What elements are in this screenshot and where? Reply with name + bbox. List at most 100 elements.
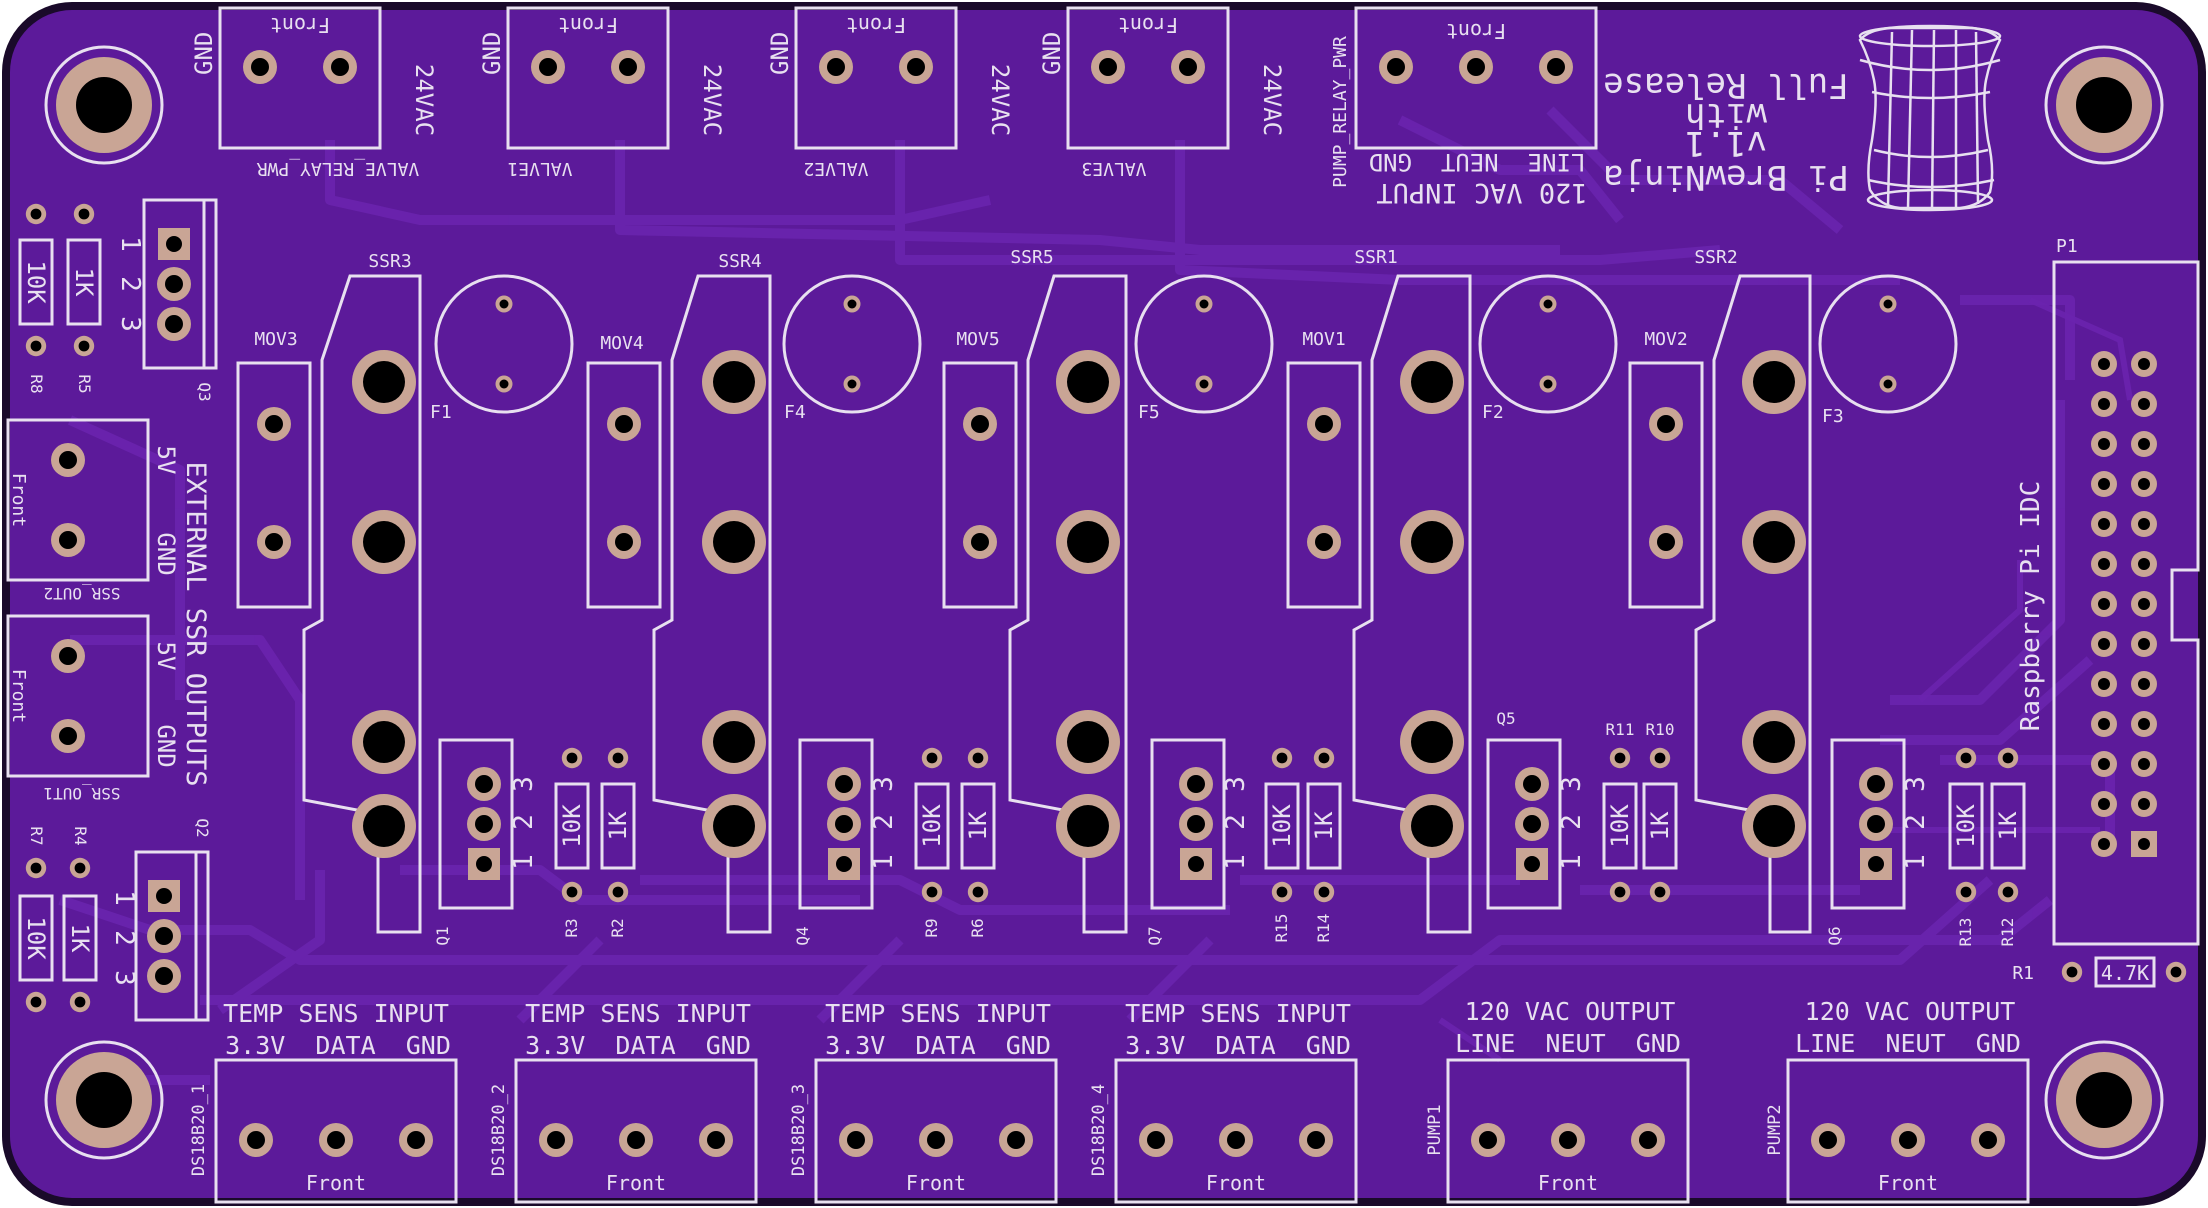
external-ssr-outputs-caption: EXTERNAL SSR OUTPUTS [180, 461, 211, 786]
header-pin-hole [2138, 398, 2150, 410]
connector-front-label: Front [1538, 1171, 1598, 1195]
fuse-outline [1134, 274, 1274, 414]
header-pin-hole [2138, 638, 2150, 650]
pad [495, 375, 513, 393]
pump-ref-label: PUMP2 [1765, 1104, 1785, 1155]
header-pin-hole [2098, 438, 2110, 450]
pump-pins: LINE NEUT GND [1455, 1029, 1681, 1058]
connector-outline [1114, 1058, 1358, 1204]
pad [963, 525, 997, 559]
pad [73, 203, 95, 225]
ssr-label: SSR3 [368, 251, 411, 272]
connector-front-label: Front [906, 1171, 966, 1195]
header-outline [2052, 260, 2200, 946]
header-pin-hole [2138, 358, 2150, 370]
pad [1539, 50, 1573, 84]
temp-input-0: TEMP SENS INPUT 3.3V DATA GND Front DS18… [189, 999, 458, 1204]
resistor-a-label: R15 [1272, 914, 1291, 943]
pad [963, 407, 997, 441]
connector-front-label: Front [606, 1171, 666, 1195]
ssr-terminal [1400, 710, 1464, 774]
pad [607, 525, 641, 559]
ssr-out1-label: SSR_OUT1 [43, 784, 120, 803]
resistor-1k-value: 1K [1646, 811, 1674, 840]
square-pad [468, 848, 500, 880]
connector-24vac-label: 24VAC [1258, 64, 1286, 136]
ssr-terminal [702, 350, 766, 414]
pin-number: 2 [1221, 814, 1251, 830]
temp-pins: 3.3V DATA GND [225, 1031, 451, 1060]
pad [1955, 881, 1977, 903]
pad [399, 1123, 433, 1157]
pad [73, 335, 95, 357]
connector-front-label: Front [270, 13, 330, 37]
mov-label: MOV2 [1644, 329, 1687, 350]
connector-front-label: Front [306, 1171, 366, 1195]
ssr-terminal [1056, 794, 1120, 858]
connector-gnd-label: GND [190, 32, 218, 75]
pad [531, 50, 565, 84]
pump-relay-pins-label: LINE NEUT GND [1369, 148, 1586, 176]
pad [611, 50, 645, 84]
ssr-outline [1008, 274, 1128, 934]
fuse-label: F1 [430, 402, 452, 423]
pad [1609, 747, 1631, 769]
ssr-terminal [1056, 510, 1120, 574]
header-pin-hole [2098, 798, 2110, 810]
resistor-1k-outline [1306, 782, 1342, 870]
header-pin-hole [2098, 398, 2110, 410]
header-pin-hole [2098, 838, 2110, 850]
pad [1539, 375, 1557, 393]
header-pin-hole [2138, 838, 2150, 850]
temp-ref-label: DS18B20_1 [189, 1084, 209, 1176]
connector-front-label: Front [1206, 1171, 1266, 1195]
pad [1139, 1123, 1173, 1157]
resistor-1k-outline [600, 782, 636, 870]
pad [51, 443, 85, 477]
pad [827, 767, 861, 801]
pad [1631, 1123, 1665, 1157]
pin-number: 3 [109, 970, 139, 986]
pad [1471, 1123, 1505, 1157]
pin-number: 2 [1557, 814, 1587, 830]
connector-24vac-label: 24VAC [698, 64, 726, 136]
connector-outline [214, 1058, 458, 1204]
pad [25, 335, 47, 357]
transistor-label: Q1 [433, 926, 452, 945]
pump-relay-connector: Front PUMP_RELAY_PWR LINE NEUT GND 120 V… [1330, 6, 1598, 208]
resistor-10k-outline [1602, 782, 1638, 870]
resistor-a-label: R11 [1606, 720, 1635, 739]
temp-title: TEMP SENS INPUT [1125, 999, 1351, 1028]
pad [921, 881, 943, 903]
transistor-label: Q4 [793, 926, 812, 945]
pad [827, 807, 861, 841]
connector-24vac-label: 24VAC [986, 64, 1014, 136]
pin-number: 1 [509, 854, 539, 870]
connector-front-label: Front [558, 13, 618, 37]
pad [243, 50, 277, 84]
pad [607, 407, 641, 441]
square-pad [148, 880, 180, 912]
pad [1649, 747, 1671, 769]
connector-outline [506, 6, 670, 150]
fuse-outline [782, 274, 922, 414]
mov-outline [942, 361, 1018, 609]
ssr-terminal [1400, 794, 1464, 858]
connector-24vac-label: 24VAC [410, 64, 438, 136]
pin-number: 3 [1901, 776, 1931, 792]
pin-number: 1 [115, 236, 145, 252]
title-line-3: with [1685, 95, 1767, 135]
transistor-outline [438, 738, 514, 910]
pad [1195, 375, 1213, 393]
pad [1179, 767, 1213, 801]
square-pad [1180, 848, 1212, 880]
pad [495, 295, 513, 313]
temp-ref-label: DS18B20_4 [1089, 1084, 1109, 1176]
resistor-10k-outline [554, 782, 590, 870]
pad [999, 1123, 1033, 1157]
resistor-10k-outline [914, 782, 950, 870]
fuse-outline [434, 274, 574, 414]
connector-outline [1066, 6, 1230, 150]
pump-output-1: 120 VAC OUTPUT LINE NEUT GND Front PUMP2 [1765, 997, 2030, 1204]
